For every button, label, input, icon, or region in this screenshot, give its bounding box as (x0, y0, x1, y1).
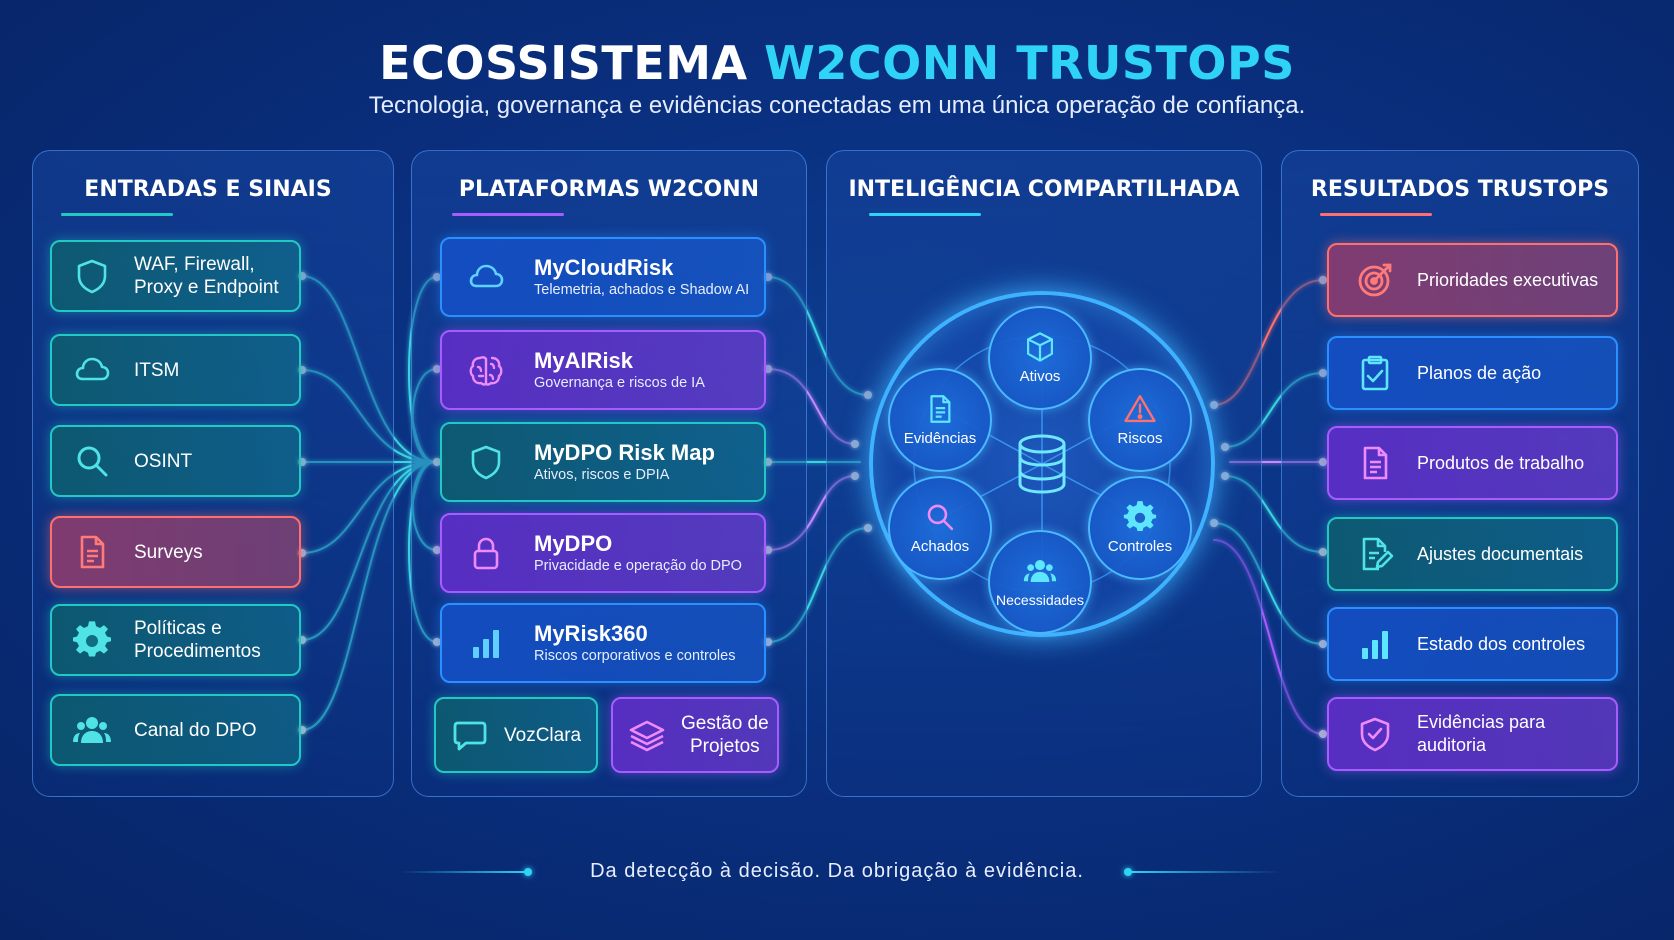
document-icon (930, 395, 951, 423)
result-card-prioridades[interactable]: Prioridades executivas (1327, 243, 1618, 317)
search-icon (72, 441, 112, 481)
search-icon (927, 504, 954, 531)
shield-check-icon (1355, 714, 1395, 754)
platform-name: MyCloudRisk (534, 254, 674, 280)
result-label: Ajustes documentais (1417, 543, 1584, 564)
input-label: Surveys (134, 541, 203, 563)
tagline: Da detecção à decisão. Da obrigação à ev… (590, 860, 1084, 882)
tagline-line-left (400, 871, 528, 873)
hub-node-label: Evidências (903, 430, 977, 447)
panel-inputs-underline (61, 213, 173, 216)
tagline-dot-right (1124, 868, 1132, 876)
input-card-itsm[interactable]: ITSM (50, 334, 301, 406)
chat-icon (450, 715, 490, 755)
input-label: OSINT (134, 450, 193, 472)
platform-name: MyRisk360 (534, 620, 648, 646)
result-card-produtos[interactable]: Produtos de trabalho (1327, 426, 1618, 500)
cloud-icon (72, 350, 112, 390)
hub-node-label: Achados (910, 538, 970, 555)
document-icon (72, 532, 112, 572)
tagline-line-right (1130, 871, 1280, 873)
hub-node-achados[interactable]: Achados (888, 476, 992, 580)
gear-icon (1123, 501, 1157, 532)
result-label: Prioridades executivas (1417, 269, 1599, 290)
platform-label: VozClara (504, 724, 582, 746)
document-icon (1355, 443, 1395, 483)
result-card-ajustes[interactable]: Ajustes documentais (1327, 517, 1618, 591)
result-card-planos[interactable]: Planos de ação (1327, 336, 1618, 410)
platform-card-vozclara[interactable]: VozClara (434, 697, 598, 773)
users-icon (1023, 559, 1057, 583)
platform-description: Privacidade e operação do DPO (534, 557, 742, 574)
hub-node-label: Riscos (1117, 430, 1163, 447)
result-label: Produtos de trabalho (1417, 452, 1585, 473)
bar-chart-icon (466, 623, 506, 663)
result-card-estado[interactable]: Estado dos controles (1327, 607, 1618, 681)
panel-platforms-underline (452, 213, 564, 216)
bar-chart-icon (1355, 624, 1395, 664)
result-label: Estado dos controles (1417, 633, 1586, 654)
document-edit-icon (1355, 534, 1395, 574)
brain-icon (466, 350, 506, 390)
cloud-icon (466, 257, 506, 297)
page-title: ECOSSISTEMA W2CONN TRUSTOPS (379, 36, 1295, 90)
panel-results-title: RESULTADOS TRUSTOPS (1310, 177, 1610, 202)
input-card-surveys[interactable]: Surveys (50, 516, 301, 588)
shield-icon (466, 442, 506, 482)
warning-icon (1124, 395, 1156, 423)
panel-intelligence-underline (869, 213, 981, 216)
hub-node-label: Controles (1107, 538, 1173, 555)
input-card-osint[interactable]: OSINT (50, 425, 301, 497)
platform-description: Ativos, riscos e DPIA (534, 466, 670, 483)
platform-name: MyDPO Risk Map (534, 439, 715, 465)
database-icon (1007, 429, 1077, 499)
target-icon (1355, 260, 1395, 300)
input-card-waf[interactable]: WAF, Firewall,Proxy e Endpoint (50, 240, 301, 312)
panel-inputs-title: ENTRADAS E SINAIS (84, 177, 332, 202)
input-label: Canal do DPO (134, 719, 257, 741)
lock-icon (466, 533, 506, 573)
panel-platforms-title: PLATAFORMAS W2CONN (458, 177, 760, 202)
input-label: WAF, Firewall,Proxy e Endpoint (134, 254, 279, 298)
panel-intelligence-title: INTELIGÊNCIA COMPARTILHADA (848, 177, 1240, 202)
hub-node-label: Ativos (1019, 368, 1061, 385)
result-label: Planos de ação (1417, 362, 1542, 383)
platform-description: Governança e riscos de IA (534, 374, 705, 391)
platform-description: Telemetria, achados e Shadow AI (534, 281, 750, 298)
page-subtitle: Tecnologia, governança e evidências cone… (368, 92, 1306, 119)
platform-name: MyAIRisk (534, 347, 634, 373)
clipboard-check-icon (1355, 353, 1395, 393)
users-icon (72, 710, 112, 750)
layers-icon (627, 715, 667, 755)
cube-icon (1026, 332, 1054, 362)
hub-node-ativos[interactable]: Ativos (988, 306, 1092, 410)
input-card-canal-dpo[interactable]: Canal do DPO (50, 694, 301, 766)
tagline-dot-left (524, 868, 532, 876)
hub-node-necessidades[interactable]: Necessidades (988, 530, 1092, 634)
shield-icon (72, 256, 112, 296)
hub-node-riscos[interactable]: Riscos (1088, 368, 1192, 472)
gear-icon (72, 620, 112, 660)
hub-node-label: Necessidades (996, 592, 1084, 608)
input-label: ITSM (134, 359, 180, 381)
result-card-evidencias[interactable]: Evidências para auditoria (1327, 697, 1618, 771)
result-label: Evidências para auditoria (1417, 712, 1546, 755)
platform-description: Riscos corporativos e controles (534, 647, 736, 664)
panel-results-underline (1320, 213, 1432, 216)
hub-node-controles[interactable]: Controles (1088, 476, 1192, 580)
platform-name: MyDPO (534, 530, 613, 556)
hub-node-evidencias[interactable]: Evidências (888, 368, 992, 472)
